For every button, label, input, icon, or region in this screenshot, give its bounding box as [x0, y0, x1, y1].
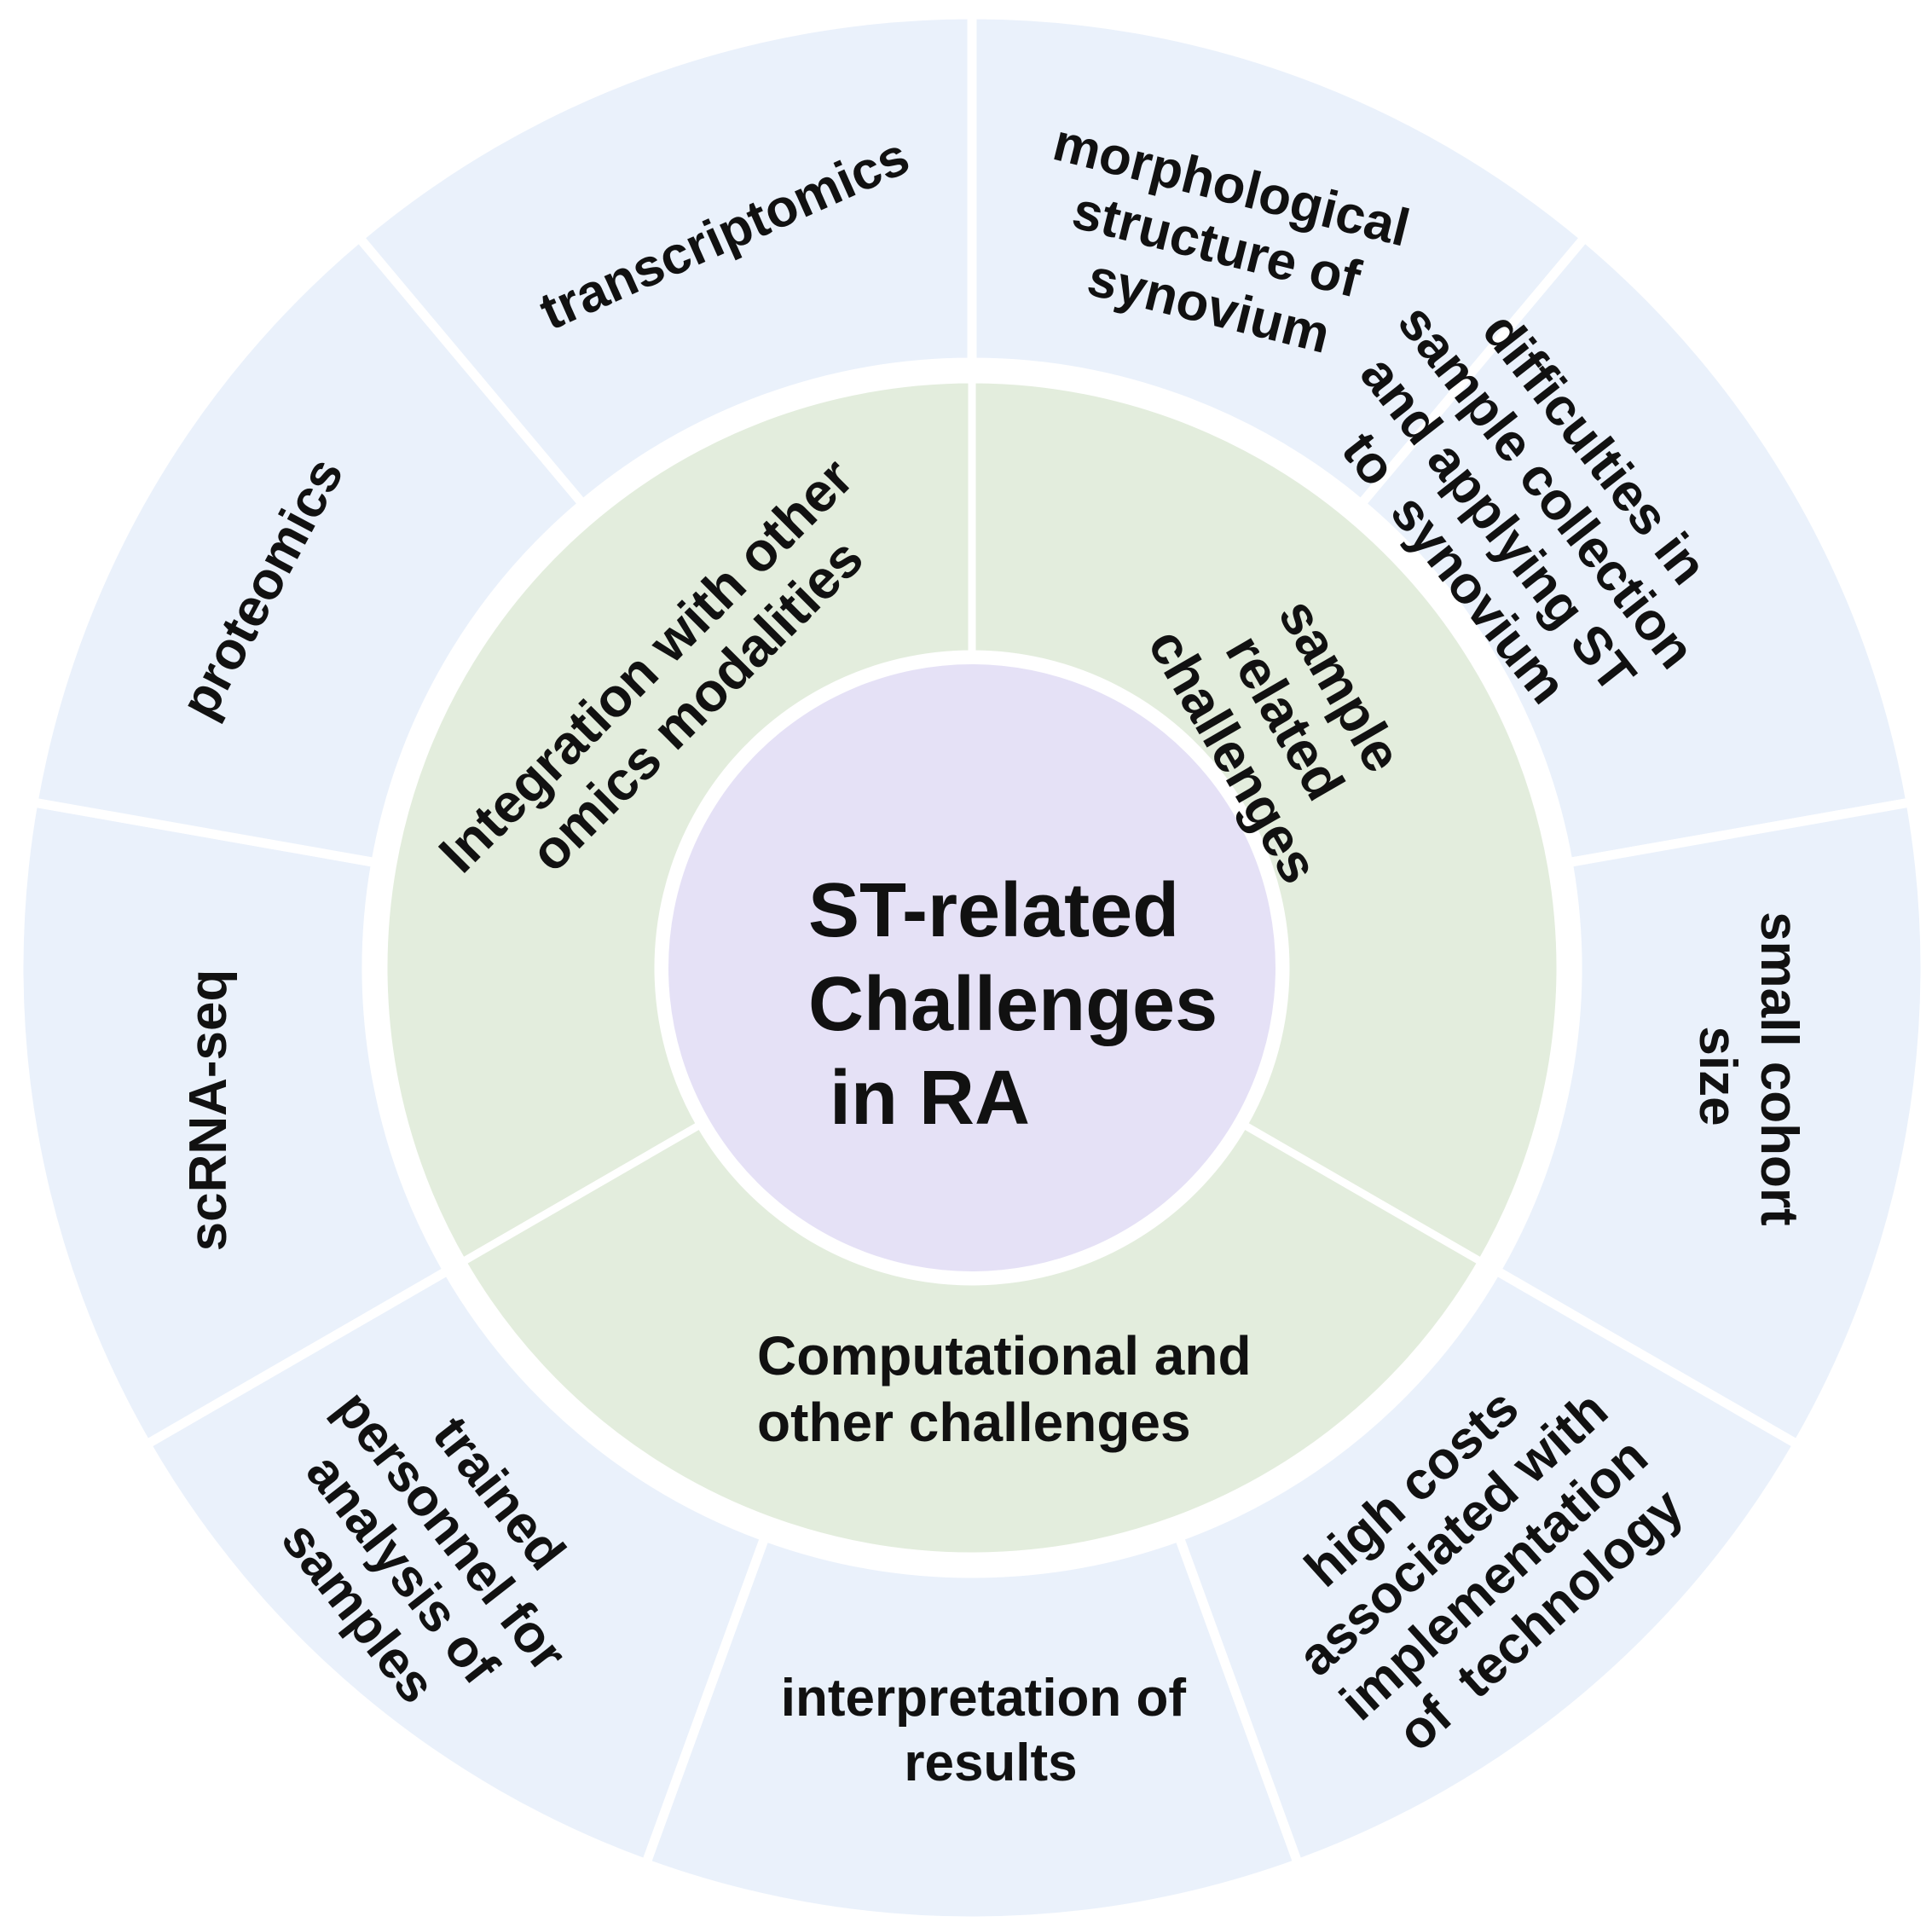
item-label-line: small cohort: [1750, 912, 1808, 1226]
item-label-small-cohort-size: small cohort size: [1688, 912, 1808, 1241]
outer-segment-difficulties-sample-collection: [1489, 796, 1930, 1451]
outer-segment-high-costs: [639, 1531, 1304, 1922]
outer-segment-scrna-seq: [27, 230, 590, 869]
item-label-line: interpretation of: [781, 1669, 1187, 1728]
outer-segment-interpretation-of-results: [140, 1264, 772, 1870]
item-label-interpretation-of-results: interpretation of results: [781, 1669, 1201, 1792]
outer-segment-transcriptomics: [967, 9, 1592, 511]
item-label-line: scRNA-seq: [179, 970, 238, 1252]
category-label-line: Computational and: [757, 1325, 1252, 1387]
middle-ring: [379, 375, 1565, 1560]
outer-segment-proteomics: [352, 9, 977, 511]
item-label-line: size: [1688, 1026, 1747, 1126]
middle-segment-sample-related: [968, 375, 1565, 1268]
category-label-line: other challenges: [757, 1392, 1191, 1453]
item-label-line: results: [904, 1734, 1077, 1792]
outer-segment-small-cohort-size: [1172, 1264, 1804, 1870]
item-label-scrna-seq: scRNA-seq: [179, 970, 238, 1252]
center-title-line: Challenges: [808, 962, 1218, 1047]
middle-segment-computational: [457, 1119, 1487, 1560]
center-title-line: ST-related: [808, 868, 1179, 953]
middle-segment-integration-omics: [379, 375, 976, 1268]
outer-segment-trained-personnel: [14, 796, 454, 1451]
outer-segment-morphological-structure: [1354, 230, 1917, 869]
outer-ring: [14, 9, 1930, 1922]
center-circle: [668, 664, 1275, 1271]
category-label-computational: Computational and other challenges: [757, 1325, 1266, 1453]
center-title-line: in RA: [808, 1056, 1030, 1141]
center-title: ST-related Challenges in RA: [808, 868, 1239, 1141]
